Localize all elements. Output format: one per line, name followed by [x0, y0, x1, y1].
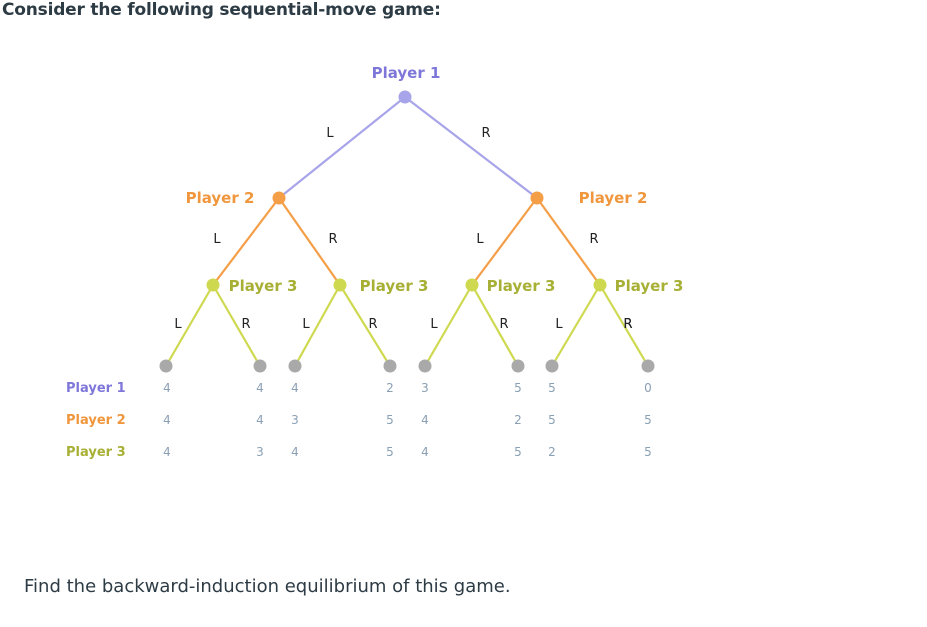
payoff-5-player1: 5 [514, 381, 522, 395]
move-label-p2a-left: L [213, 232, 221, 247]
payoff-2-player2: 3 [291, 413, 299, 427]
payoff-7-player1: 0 [644, 381, 652, 395]
terminal-node-7 [641, 359, 655, 373]
move-label-p2b-right: R [589, 232, 598, 247]
player3-node-0 [206, 278, 220, 292]
player3-node-3 [593, 278, 607, 292]
move-label-p3-4-left: R [623, 317, 632, 332]
payoff-4-player1: 3 [421, 381, 429, 395]
payoff-5-player2: 2 [514, 413, 522, 427]
player3-node-2 [465, 278, 479, 292]
player3-label-3: Player 3 [615, 277, 684, 295]
terminal-node-2 [288, 359, 302, 373]
player1-label: Player 1 [372, 64, 441, 82]
payoff-7-player2: 5 [644, 413, 652, 427]
edge-p3-2-right [470, 283, 520, 368]
player2-node-0 [272, 191, 286, 205]
move-label-p3-0-1: R [241, 317, 250, 332]
question: Find the backward-induction equilibrium … [24, 576, 511, 597]
payoff-6-player2: 5 [548, 413, 556, 427]
payoff-row-label-3: Player 3 [66, 445, 126, 460]
move-label-p3-3-0: L [555, 317, 563, 332]
payoff-4-player2: 4 [421, 413, 429, 427]
edge-p2b-left [470, 196, 539, 287]
move-label-p3-1-1: R [368, 317, 377, 332]
payoff-2-player3: 4 [291, 445, 299, 459]
payoff-6-player3: 2 [548, 445, 556, 459]
edge-p3-0-left [164, 283, 215, 368]
terminal-node-5 [511, 359, 525, 373]
payoff-0-player3: 4 [163, 445, 171, 459]
edge-p3-1-right [338, 283, 392, 368]
player2-label-left: Player 2 [186, 189, 255, 207]
player3-label-0: Player 3 [229, 277, 298, 295]
payoff-3-player3: 5 [386, 445, 394, 459]
move-label-p1-right: R [481, 126, 490, 141]
move-label-p3-0-0: L [174, 317, 182, 332]
payoff-row-label-1: Player 1 [66, 381, 126, 396]
move-label-p3-2-1: R [499, 317, 508, 332]
player1-node [398, 90, 412, 104]
edge-p2b-right [535, 196, 602, 287]
edge-p1-left [277, 95, 407, 200]
payoff-3-player1: 2 [386, 381, 394, 395]
edge-p3-0-right [211, 283, 262, 368]
edge-p1-right [403, 95, 539, 200]
edge-p2a-right [277, 196, 342, 287]
terminal-node-3 [383, 359, 397, 373]
move-label-p3-1-0: L [302, 317, 310, 332]
terminal-node-6 [545, 359, 559, 373]
payoff-0-player1: 4 [163, 381, 171, 395]
player3-label-1: Player 3 [360, 277, 429, 295]
edge-p2a-left [211, 196, 281, 287]
edge-p3-2-left [423, 283, 474, 368]
payoff-0-player2: 4 [163, 413, 171, 427]
terminal-node-0 [159, 359, 173, 373]
player2-label-right: Player 2 [579, 189, 648, 207]
edge-p3-3-left [550, 283, 602, 368]
payoff-2-player1: 4 [291, 381, 299, 395]
move-label-p3-2-0: L [430, 317, 438, 332]
payoff-5-player3: 5 [514, 445, 522, 459]
move-label-p2a-right: R [328, 232, 337, 247]
payoff-1-player1: 4 [256, 381, 264, 395]
edge-p3-3-right [598, 283, 650, 368]
move-label-p1-left: L [326, 126, 334, 141]
player2-node-1 [530, 191, 544, 205]
edge-p3-1-left [293, 283, 342, 368]
payoff-row-label-2: Player 2 [66, 413, 126, 428]
payoff-7-player3: 5 [644, 445, 652, 459]
payoff-1-player3: 3 [256, 445, 264, 459]
heading: Consider the following sequential-move g… [2, 0, 441, 20]
payoff-1-player2: 4 [256, 413, 264, 427]
terminal-node-1 [253, 359, 267, 373]
player3-node-1 [333, 278, 347, 292]
payoff-4-player3: 4 [421, 445, 429, 459]
payoff-6-player1: 5 [548, 381, 556, 395]
player3-label-2: Player 3 [487, 277, 556, 295]
payoff-3-player2: 5 [386, 413, 394, 427]
move-label-p3-3-1: R [623, 317, 632, 332]
terminal-node-4 [418, 359, 432, 373]
move-label-p2b-left: L [476, 232, 484, 247]
